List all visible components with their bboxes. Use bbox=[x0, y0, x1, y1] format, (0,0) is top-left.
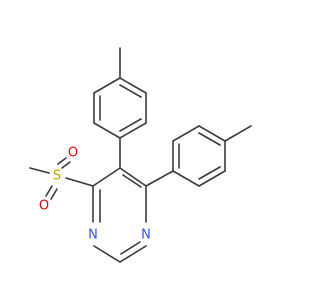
bond-c2-n3 bbox=[93, 245, 121, 263]
bond-c5-c6-inner bbox=[122, 174, 142, 188]
molecule-structure-diagram: O S O N N bbox=[29, 47, 252, 263]
bonds bbox=[29, 47, 252, 263]
bond-top-ring-6-inner bbox=[119, 118, 142, 132]
atom-oxygen-top: O bbox=[68, 146, 78, 161]
bond-s-methyl bbox=[29, 167, 50, 174]
bond-c4-c5 bbox=[92, 167, 121, 187]
bond-right-ring-6 bbox=[172, 170, 200, 187]
bond-s-o-bottom-a bbox=[45, 185, 53, 197]
atom-sulfur: S bbox=[53, 169, 61, 184]
bond-right-ring-5 bbox=[198, 170, 226, 187]
bond-top-ring-6 bbox=[119, 122, 147, 139]
atom-labels: O S O N N bbox=[39, 146, 151, 243]
bond-c5-c6 bbox=[119, 167, 147, 187]
bond-s-o-bottom-b bbox=[50, 188, 58, 200]
bond-top-ring-4 bbox=[119, 77, 147, 94]
bond-right-ring-3 bbox=[198, 125, 226, 142]
bond-s-o-top-a bbox=[57, 157, 67, 165]
atom-oxygen-bottom: O bbox=[39, 199, 49, 214]
bond-right-ring-5-inner bbox=[198, 166, 221, 180]
bond-top-ring-1 bbox=[93, 122, 121, 139]
bond-n1-c2-inner bbox=[120, 241, 141, 255]
bond-right-methyl bbox=[224, 125, 252, 142]
bond-c4-s bbox=[65, 177, 94, 187]
bond-top-ring-4-inner bbox=[119, 84, 142, 98]
bond-top-ring-3 bbox=[93, 77, 121, 94]
bond-right-ring-2 bbox=[172, 125, 200, 142]
atom-nitrogen-right: N bbox=[141, 228, 151, 243]
bond-right-ring-3-inner bbox=[198, 132, 221, 146]
atom-nitrogen-left: N bbox=[88, 228, 98, 243]
bond-n1-c2 bbox=[119, 245, 147, 263]
bond-s-o-top-b bbox=[61, 161, 71, 169]
bond-c6-tolyl-right bbox=[145, 170, 174, 187]
